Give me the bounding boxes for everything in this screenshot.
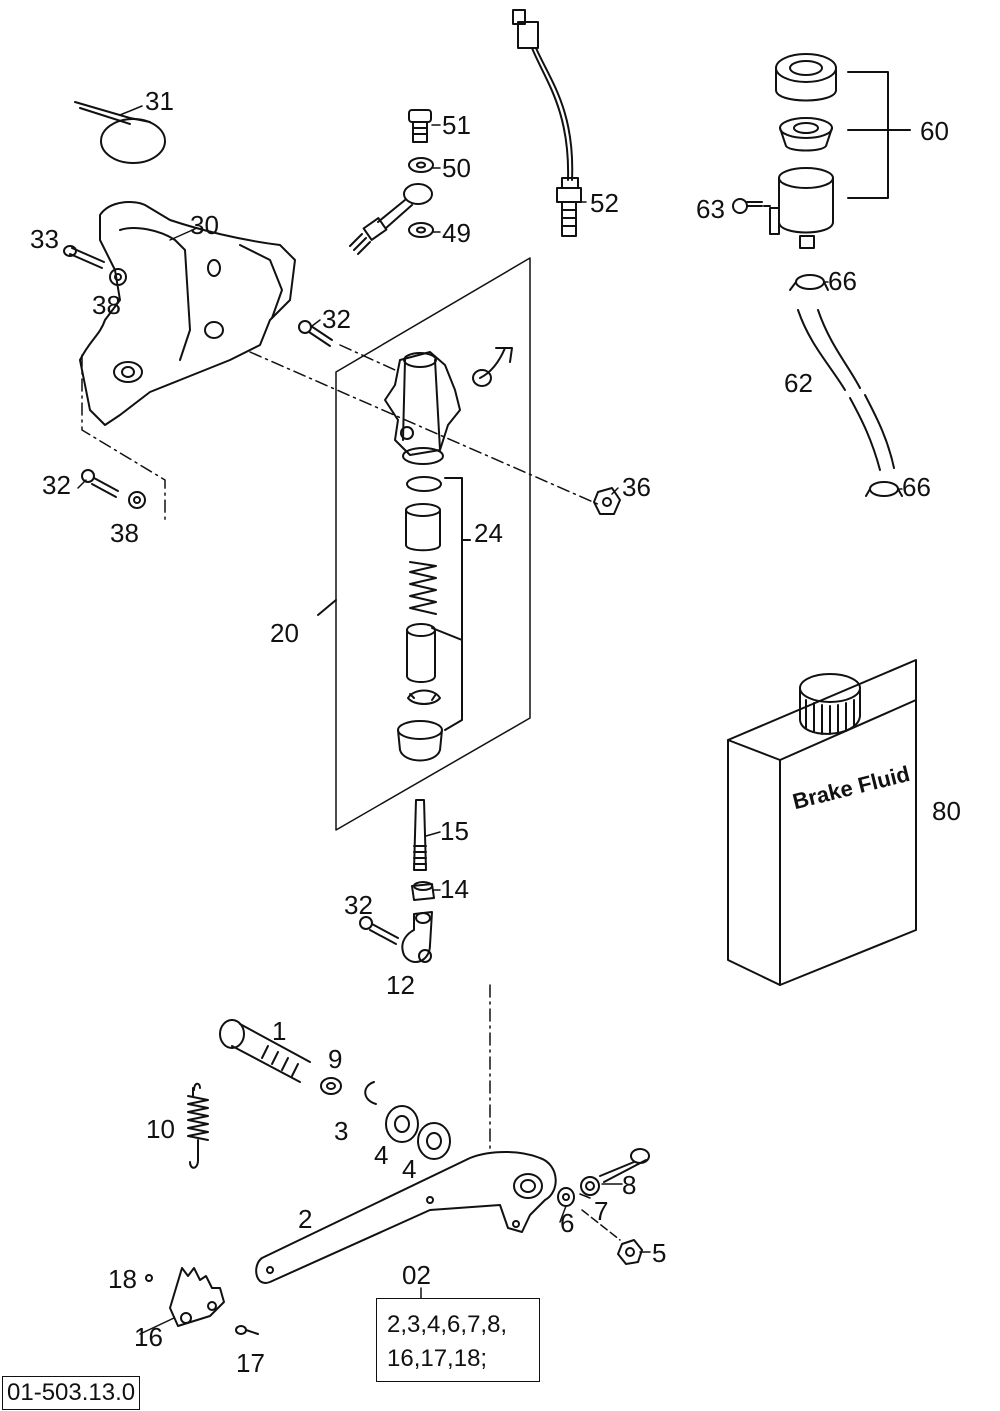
- callout-3: 3: [334, 1116, 349, 1146]
- brake-pedal-part: [255, 1151, 557, 1284]
- callout-52: 52: [590, 188, 619, 218]
- group-box-20: [335, 257, 531, 831]
- circlip-part: [407, 689, 441, 705]
- callout-33: 33: [30, 224, 59, 254]
- hose-clip-part-2: [865, 481, 903, 497]
- bolt-part-32b: [81, 469, 119, 498]
- screw-part-17: [235, 1325, 259, 1335]
- reservoir-body-part: [769, 167, 834, 249]
- callout-38-top: 38: [92, 290, 121, 320]
- piston-part: [406, 623, 436, 683]
- screw-part-18: [145, 1274, 153, 1282]
- banjo-bolt-part: [408, 109, 432, 143]
- callout-6: 6: [560, 1208, 575, 1238]
- callout-32-upper: 32: [322, 304, 351, 334]
- callout-16: 16: [134, 1322, 163, 1352]
- nut-part-5: [617, 1239, 643, 1265]
- kit-contents-line-1: 2,3,4,6,7,8,: [387, 1311, 508, 1338]
- callout-5: 5: [652, 1238, 667, 1268]
- callout-32-left: 32: [42, 470, 71, 500]
- bolt-part-32a: [298, 320, 333, 347]
- callout-32-lower: 32: [344, 890, 373, 920]
- hose-part: [797, 309, 846, 391]
- circlip-part-3: [364, 1081, 377, 1105]
- kit-contents-line-2: 16,17,18;: [387, 1345, 488, 1372]
- nut-part-38: [109, 268, 127, 286]
- washer-part-2: [408, 222, 434, 238]
- hose-clip-part: [789, 274, 829, 291]
- callout-38-bottom: 38: [110, 518, 139, 548]
- callout-15: 15: [440, 816, 469, 846]
- callout-18: 18: [108, 1264, 137, 1294]
- callout-30: 30: [190, 210, 219, 240]
- callout-4-right: 4: [402, 1154, 417, 1184]
- nut-part-38b: [128, 491, 146, 509]
- callout-31: 31: [145, 86, 174, 116]
- reservoir-diaphragm-part: [779, 117, 833, 152]
- callout-36: 36: [622, 472, 651, 502]
- dust-boot-part: [397, 720, 443, 762]
- bushing-part-2: [417, 1122, 451, 1160]
- bolt-part-8: [599, 1148, 650, 1183]
- callout-49: 49: [442, 218, 471, 248]
- callout-20: 20: [270, 618, 299, 648]
- reservoir-cap-part: [775, 53, 837, 102]
- return-spring-part: [187, 1082, 209, 1169]
- callout-17: 17: [236, 1348, 265, 1378]
- washer-part-9: [320, 1077, 342, 1095]
- callout-51: 51: [442, 110, 471, 140]
- pushrod-part: [413, 799, 427, 871]
- callout-7: 7: [594, 1196, 609, 1226]
- brake-light-switch-part: [512, 9, 582, 237]
- diagram-id-label: 01-503.13.0: [2, 1376, 141, 1410]
- group-bracket-60: [847, 71, 889, 199]
- callout-2: 2: [298, 1204, 313, 1234]
- bolt-part-33: [63, 245, 105, 269]
- piston-seal-part: [405, 503, 441, 552]
- callout-66-bottom: 66: [902, 472, 931, 502]
- o-ring-part: [406, 476, 442, 492]
- screw-part-63: [732, 198, 763, 214]
- callout-50: 50: [442, 153, 471, 183]
- callout-4-left: 4: [374, 1140, 389, 1170]
- master-cylinder-body-part: [384, 347, 513, 465]
- callout-14: 14: [440, 874, 469, 904]
- callout-9: 9: [328, 1044, 343, 1074]
- cable-tie-part: [74, 101, 166, 164]
- brake-fluid-can-part: [727, 659, 917, 986]
- callout-12: 12: [386, 970, 415, 1000]
- nut-part-14: [411, 881, 435, 901]
- banjo-fitting-part: [349, 183, 433, 255]
- callout-8: 8: [622, 1170, 637, 1200]
- kit-contents-box: 2,3,4,6,7,8, 16,17,18;: [376, 1298, 540, 1382]
- nut-part-36: [593, 487, 621, 515]
- callout-1: 1: [272, 1016, 287, 1046]
- clevis-part: [401, 911, 433, 964]
- bushing-part: [385, 1105, 419, 1143]
- washer-part: [408, 157, 434, 173]
- callout-24: 24: [474, 518, 503, 548]
- spring-part: [409, 561, 437, 615]
- pedal-step-part: [169, 1267, 225, 1327]
- bolt-part-32c: [359, 916, 399, 945]
- kit-number: 02: [402, 1260, 431, 1290]
- callout-62: 62: [784, 368, 813, 398]
- pivot-bolt-part: [219, 1019, 311, 1083]
- nut-part-6: [557, 1187, 575, 1207]
- callout-10: 10: [146, 1114, 175, 1144]
- heel-guard-plate-part: [79, 201, 296, 426]
- group-bracket-24: [431, 477, 463, 731]
- callout-80: 80: [932, 796, 961, 826]
- callout-60: 60: [920, 116, 949, 146]
- bushing-part-7: [580, 1176, 600, 1196]
- callout-66-top: 66: [828, 266, 857, 296]
- callout-63: 63: [696, 194, 725, 224]
